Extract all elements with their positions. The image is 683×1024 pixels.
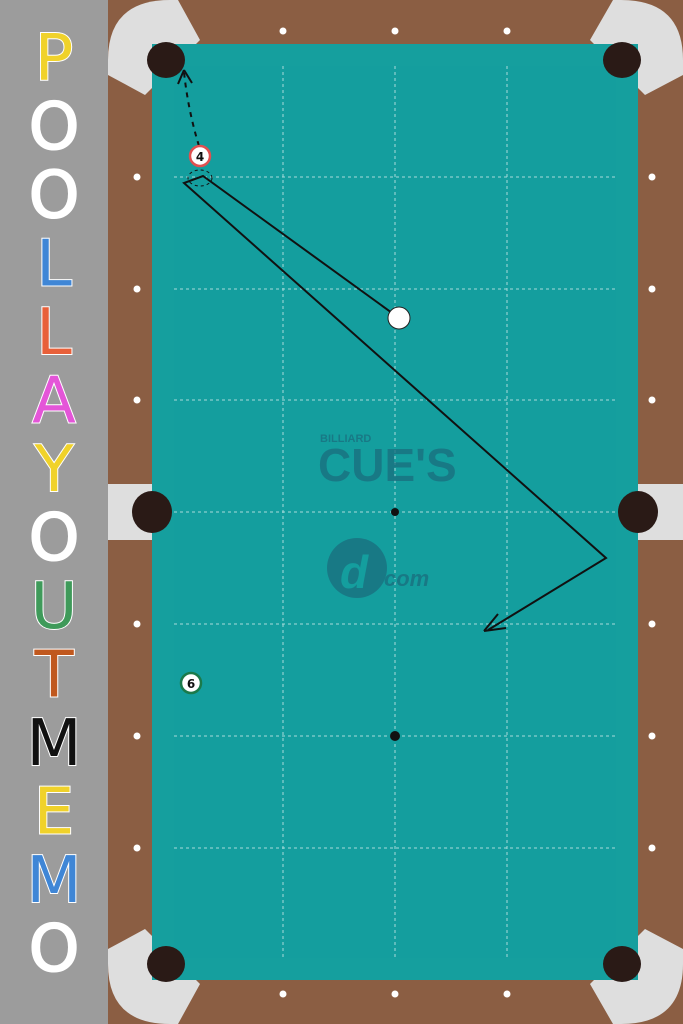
diamond-marker: [133, 396, 141, 404]
title-letter: L: [36, 228, 72, 302]
diamond-marker: [648, 173, 656, 181]
title-letter: E: [34, 776, 74, 850]
title-letter: T: [33, 639, 74, 713]
title-letter: Y: [33, 433, 74, 507]
title-letter: L: [36, 296, 72, 370]
watermark-big: CUE'S: [318, 439, 457, 491]
center-spot: [391, 508, 399, 516]
diamond-marker: [648, 285, 656, 293]
title-letter: O: [29, 913, 79, 987]
pocket-side-left: [132, 491, 172, 533]
diamond-marker: [133, 620, 141, 628]
foot-spot: [390, 731, 400, 741]
pocket-side-right: [618, 491, 658, 533]
watermark: BILLIARD CUE'S d com: [318, 433, 457, 598]
pocket-top-left: [147, 42, 185, 78]
title-letter: M: [26, 844, 81, 918]
title-letter: P: [35, 22, 74, 96]
ball-6[interactable]: 6: [179, 671, 203, 695]
ball-cue[interactable]: [387, 306, 411, 330]
title-letter: O: [29, 502, 79, 576]
diamond-marker: [391, 27, 399, 35]
ball-4-label: 4: [196, 150, 204, 164]
cue-path-line: [182, 174, 608, 631]
ball-6-label: 6: [187, 677, 195, 691]
ghost-ball: [187, 169, 213, 187]
watermark-logo: [327, 538, 387, 598]
diamond-marker: [133, 173, 141, 181]
shot-path: [177, 69, 608, 632]
cue-path-arrowhead: [483, 613, 507, 632]
watermark-logo-letter: d: [340, 546, 369, 598]
diamond-marker: [133, 844, 141, 852]
diamond-marker: [391, 990, 399, 998]
diamond-marker: [648, 396, 656, 404]
diamond-marker: [648, 844, 656, 852]
watermark-com: com: [384, 566, 429, 591]
diamond-marker: [503, 990, 511, 998]
object-path-arrowhead: [177, 69, 193, 85]
diamond-marker: [648, 620, 656, 628]
rail-diamonds: [133, 27, 656, 998]
title-letter: O: [29, 91, 79, 165]
pockets: [132, 42, 658, 982]
diamond-marker: [279, 27, 287, 35]
pocket-bottom-right: [603, 946, 641, 982]
watermark-small: BILLIARD: [320, 433, 371, 445]
pocket-bottom-left: [147, 946, 185, 982]
diamond-marker: [279, 990, 287, 998]
diamond-marker: [648, 732, 656, 740]
title-letter: A: [32, 365, 76, 439]
diamond-grid: [174, 66, 616, 958]
diamond-marker: [133, 732, 141, 740]
title-letter: M: [26, 707, 81, 781]
ball-4[interactable]: 4: [188, 144, 212, 168]
diamond-marker: [133, 285, 141, 293]
diamond-marker: [503, 27, 511, 35]
title-letter: U: [31, 570, 78, 644]
pocket-top-right: [603, 42, 641, 78]
title-letter: O: [29, 159, 79, 233]
